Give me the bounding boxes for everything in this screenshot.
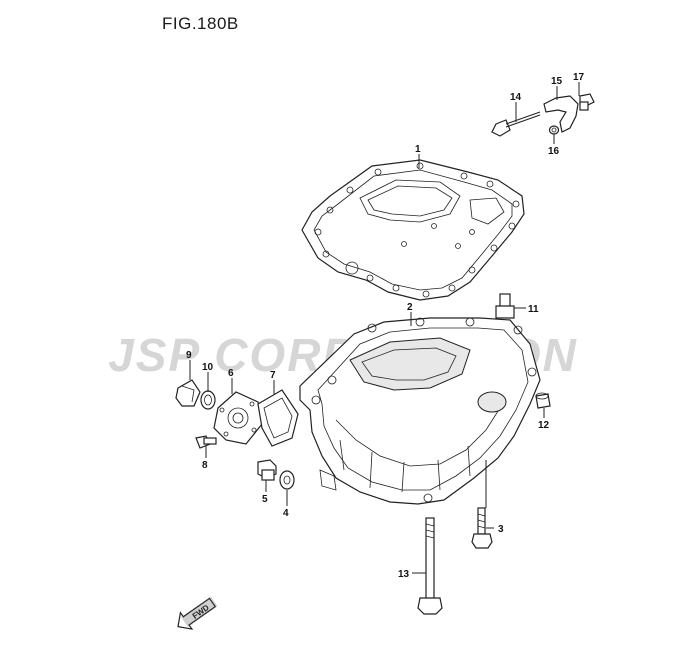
callout-14: 14 <box>510 92 522 103</box>
callout-1: 1 <box>415 144 421 155</box>
callout-10: 10 <box>202 362 214 373</box>
fwd-arrow: FWD <box>177 596 218 630</box>
gasket-part <box>301 159 525 301</box>
callout-16: 16 <box>548 146 560 157</box>
callout-11: 11 <box>528 304 539 315</box>
callout-labels: 1 2 3 4 5 6 7 8 9 10 11 12 13 14 15 16 1… <box>186 72 585 580</box>
washer-4-part <box>279 470 295 490</box>
bolt-8-part <box>195 435 217 449</box>
callout-2: 2 <box>407 302 413 313</box>
bolt-3-part <box>471 507 493 549</box>
fitting-11-part <box>495 293 515 319</box>
oil-pan-part <box>299 317 541 505</box>
callout-6: 6 <box>228 368 234 379</box>
plug-9-part <box>175 379 201 407</box>
bolt-13-part <box>417 517 443 615</box>
figure-title: FIG.180B <box>162 14 239 33</box>
bolt-17-part <box>579 93 595 111</box>
o-ring-16-part <box>548 125 560 135</box>
callout-7: 7 <box>270 370 276 381</box>
callout-15: 15 <box>551 76 563 87</box>
tube-15-part <box>543 95 579 133</box>
callout-13: 13 <box>398 569 410 580</box>
o-ring-10-part <box>200 390 216 410</box>
cover-6-part <box>213 391 263 445</box>
callout-9: 9 <box>186 350 192 361</box>
leader-lines <box>189 82 580 574</box>
gasket-7-part <box>257 389 299 447</box>
drain-plug-5-part <box>257 459 277 481</box>
callout-17: 17 <box>573 72 585 83</box>
callout-3: 3 <box>498 524 504 535</box>
dipstick-14-part <box>491 111 541 137</box>
callout-4: 4 <box>283 508 289 519</box>
callout-12: 12 <box>538 420 550 431</box>
callout-8: 8 <box>202 460 208 471</box>
callout-5: 5 <box>262 494 268 505</box>
plug-12-part <box>535 392 551 409</box>
